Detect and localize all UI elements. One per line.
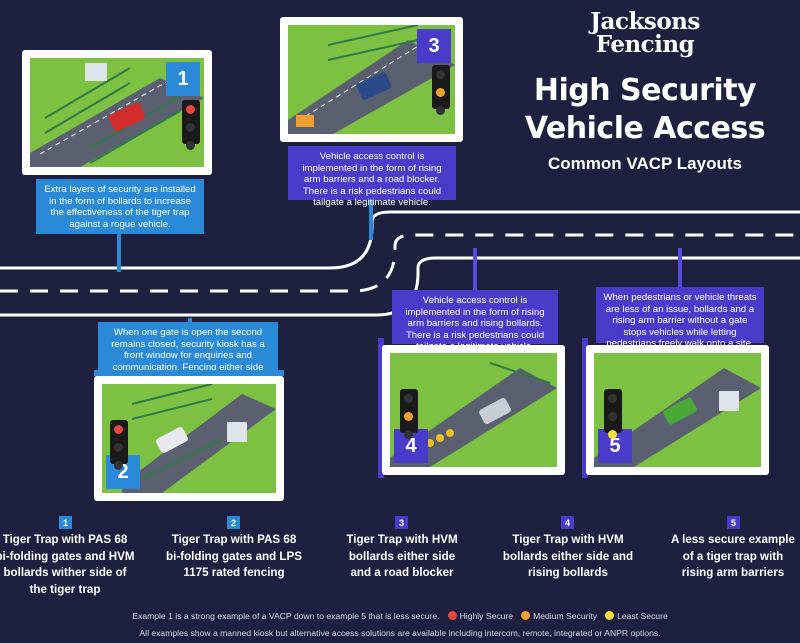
amber-dot-icon (521, 611, 531, 620)
traffic-light-3 (432, 65, 450, 115)
footnote-legend: Example 1 is a strong example of a VACP … (120, 611, 680, 621)
caption-4: Tiger Trap with HVM bollards either side… (502, 533, 634, 579)
caption-badge-5: 5 (727, 516, 740, 529)
brand-logo: Jacksons Fencing (560, 10, 730, 56)
legend-least: Least Secure (605, 611, 668, 621)
light-off-icon (404, 430, 413, 439)
legend-medium-label: Medium Security (533, 611, 598, 621)
example-illustration-3: 3 (288, 25, 455, 134)
callout-stem-5 (678, 248, 682, 290)
caption-1: Tiger Trap with PAS 68 bi-folding gates … (0, 533, 135, 596)
legend-least-label: Least Secure (617, 611, 668, 621)
tiger-trap-illustration-1 (30, 63, 204, 167)
light-off-icon (186, 141, 195, 150)
caption-3: Tiger Trap with HVM bollards either side… (346, 533, 458, 579)
caption-badge-3: 3 (395, 516, 408, 529)
caption-badge-1: 1 (59, 516, 72, 529)
light-off-icon (608, 412, 617, 421)
caption-badge-4: 4 (561, 516, 574, 529)
example-card-2: 2 (94, 376, 284, 501)
example-illustration-5: 5 (594, 353, 761, 467)
example-number-1: 1 (166, 62, 200, 96)
legend-medium: Medium Security (521, 611, 597, 621)
traffic-light-4 (400, 389, 418, 439)
traffic-light-2 (110, 420, 128, 470)
page-title: High Security Vehicle Access (510, 72, 780, 148)
light-yellow-icon (608, 430, 617, 439)
legend-high-label: Highly Secure (459, 611, 514, 621)
footnote-line-2: All examples show a manned kiosk but alt… (139, 628, 661, 638)
title-line-1: High Security (533, 73, 757, 108)
card-bar-4 (378, 338, 384, 478)
card-bar-2 (94, 370, 284, 376)
light-off-icon (114, 461, 123, 470)
light-off-icon (436, 70, 445, 79)
example-illustration-2: 2 (102, 384, 276, 493)
caption-2: Tiger Trap with PAS 68 bi-folding gates … (166, 533, 302, 579)
callout-stem-3 (369, 198, 373, 240)
example-number-3: 3 (417, 29, 451, 63)
caption-badge-2: 2 (227, 516, 240, 529)
traffic-light-1 (182, 100, 200, 150)
card-bar-5 (582, 338, 588, 478)
light-off-icon (114, 443, 123, 452)
brand-line-1: Jacksons (590, 8, 700, 35)
example-card-3: 3 (280, 17, 463, 142)
footnote-line-1: Example 1 is a strong example of a VACP … (132, 611, 440, 621)
callout-5: When pedestrians or vehicle threats are … (596, 287, 764, 349)
callout-stem-1 (117, 230, 121, 272)
example-card-5: 5 (586, 345, 769, 475)
title-line-2: Vehicle Access (524, 111, 766, 146)
callout-stem-4 (473, 248, 477, 293)
example-illustration-1: 1 (30, 58, 204, 167)
tiger-trap-illustration-3 (288, 25, 455, 134)
brand-line-2: Fencing (595, 31, 695, 58)
tiger-trap-illustration-2 (122, 384, 276, 493)
caption-5: A less secure example of a tiger trap wi… (671, 533, 795, 579)
light-off-icon (608, 394, 617, 403)
callout-1: Extra layers of security are installed i… (36, 179, 204, 234)
light-red-icon (186, 105, 195, 114)
example-card-1: 1 (22, 50, 212, 175)
red-dot-icon (447, 611, 457, 620)
example-card-4: 4 (382, 345, 565, 475)
light-off-icon (186, 123, 195, 132)
tiger-trap-illustration-4 (390, 362, 557, 467)
light-off-icon (436, 106, 445, 115)
page-subtitle: Common VACP Layouts (548, 154, 742, 173)
light-amber-icon (404, 412, 413, 421)
light-off-icon (404, 394, 413, 403)
traffic-light-5 (604, 389, 622, 439)
tiger-trap-illustration-5 (594, 368, 761, 467)
light-amber-icon (436, 88, 445, 97)
callout-2: When one gate is open the second remains… (98, 322, 278, 396)
callout-3: Vehicle access control is implemented in… (288, 146, 456, 208)
example-illustration-4: 4 (390, 353, 557, 467)
yellow-dot-icon (605, 611, 615, 620)
legend-high: Highly Secure (447, 611, 514, 621)
callout-4: Vehicle access control is implemented in… (392, 290, 558, 352)
light-red-icon (114, 425, 123, 434)
